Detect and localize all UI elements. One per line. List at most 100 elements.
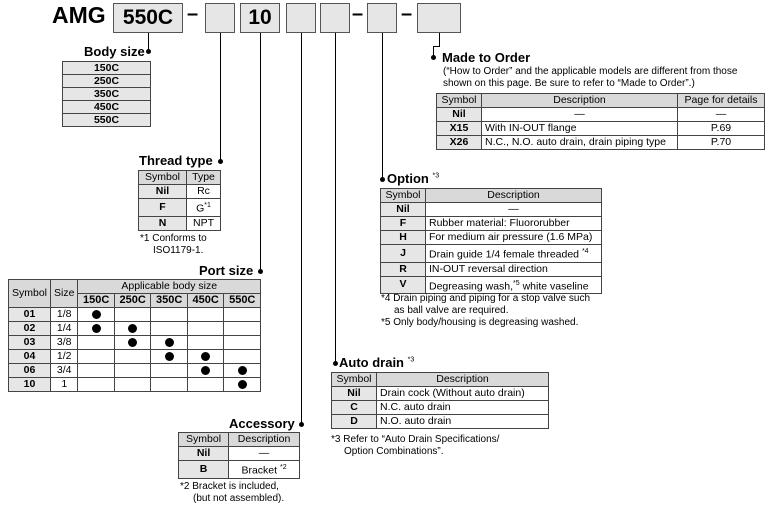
thread-symbol: N [138,215,187,231]
body-size-item: 550C [62,113,151,127]
footnote-marker: *4 [581,248,589,255]
header-applicable: Applicable body size [77,279,261,294]
thread-type: Rc [185,184,222,199]
thread-type: NPT [185,215,222,231]
applicable-mark-icon [237,379,247,389]
compat-cell [223,349,261,364]
option-box [367,3,397,33]
connector-line [148,33,149,51]
option-desc: white vaseline [519,280,589,292]
auto-drain-symbol: C [331,400,377,415]
footnote-line: *3 Refer to “Auto Drain Specifications/ [331,434,500,445]
accessory-symbol: B [177,460,230,479]
auto-drain-symbol: Nil [331,386,377,401]
footnote-line: as ball valve are required. [394,305,509,316]
mto-desc: — [481,107,678,122]
compat-cell [113,349,152,364]
port-symbol: 01 [7,307,52,322]
port-size-box: 10 [240,3,280,33]
compat-cell [186,321,225,336]
connector-dot [431,55,436,60]
thread-type-title: Thread type [139,153,213,168]
separator-dash: – [352,3,364,25]
connector-dot [146,49,151,54]
mto-symbol: X15 [436,121,482,136]
compat-cell [223,321,261,336]
port-size: 1 [50,377,79,392]
port-size: 3/8 [50,335,79,350]
body-size-table: 150C 250C 350C 450C 550C [62,61,151,127]
option-desc: IN-OUT reversal direction [425,261,602,277]
thread-symbol: Nil [138,184,187,199]
compat-cell [113,307,152,322]
compat-cell [150,335,188,350]
footnote-line: *1 Conforms to [140,233,207,244]
applicable-mark-icon [91,323,101,333]
footnote-3: *3 Refer to “Auto Drain Specifications/ … [331,434,499,458]
footnote-line: *4 Drain piping and piping for a stop va… [381,293,591,304]
mto-page: — [677,107,765,122]
compat-cell [150,377,188,392]
footnote-marker: *3 [407,356,415,364]
applicable-mark-icon [128,323,138,333]
mto-page: P.70 [677,135,765,150]
port-symbol: 02 [7,321,52,336]
header-body-size: 350C [150,293,188,308]
auto-drain-title: Auto drain *3 [339,355,414,370]
header-body-size: 450C [186,293,225,308]
header-body-size: 150C [77,293,115,308]
thread-type: G [196,202,205,215]
mto-desc: N.C., N.O. auto drain, drain piping type [481,135,678,150]
made-to-order-box [417,3,461,33]
accessory-desc-cell: Bracket *2 [228,460,300,479]
option-title: Option *3 [387,171,439,186]
option-symbol: H [380,230,426,245]
connector-line [220,33,221,162]
auto-drain-desc: N.O. auto drain [376,414,549,429]
compat-cell [113,335,152,350]
compat-cell [150,321,188,336]
port-size: 1/2 [50,349,79,364]
applicable-mark-icon [237,365,247,375]
header-description: Description [425,188,602,203]
connector-line [433,46,440,47]
made-to-order-title: Made to Order [442,50,531,65]
auto-drain-desc: Drain cock (Without auto drain) [376,386,549,401]
mto-symbol: X26 [436,135,482,150]
compat-cell [186,335,225,350]
accessory-desc: — [228,446,300,461]
port-size: 1/4 [50,321,79,336]
footnote-line: *5 Only body/housing is degreasing washe… [381,317,579,328]
body-size-item: 350C [62,87,151,101]
compat-cell [77,377,115,392]
model-prefix: AMG [52,2,106,28]
thread-symbol: F [138,198,187,217]
footnote-marker: *2 [279,464,287,471]
header-description: Description [376,372,549,387]
body-size-item: 450C [62,100,151,114]
compat-cell [223,363,261,378]
body-size-box: 550C [113,3,183,33]
header-symbol: Symbol [177,432,230,447]
applicable-mark-icon [164,337,174,347]
footnote-line: ISO1179-1. [153,245,204,256]
compat-cell [113,321,152,336]
auto-drain-title-text: Auto drain [339,355,404,370]
applicable-mark-icon [201,365,211,375]
footnote-line: *2 Bracket is included, [180,481,279,492]
footnote-marker: *3 [432,172,440,180]
port-symbol: 10 [7,377,52,392]
compat-cell [150,363,188,378]
applicable-mark-icon [201,351,211,361]
port-symbol: 04 [7,349,52,364]
compat-cell [186,377,225,392]
option-desc: Rubber material: Fluororubber [425,216,602,231]
compat-cell [77,349,115,364]
header-body-size: 550C [223,293,261,308]
